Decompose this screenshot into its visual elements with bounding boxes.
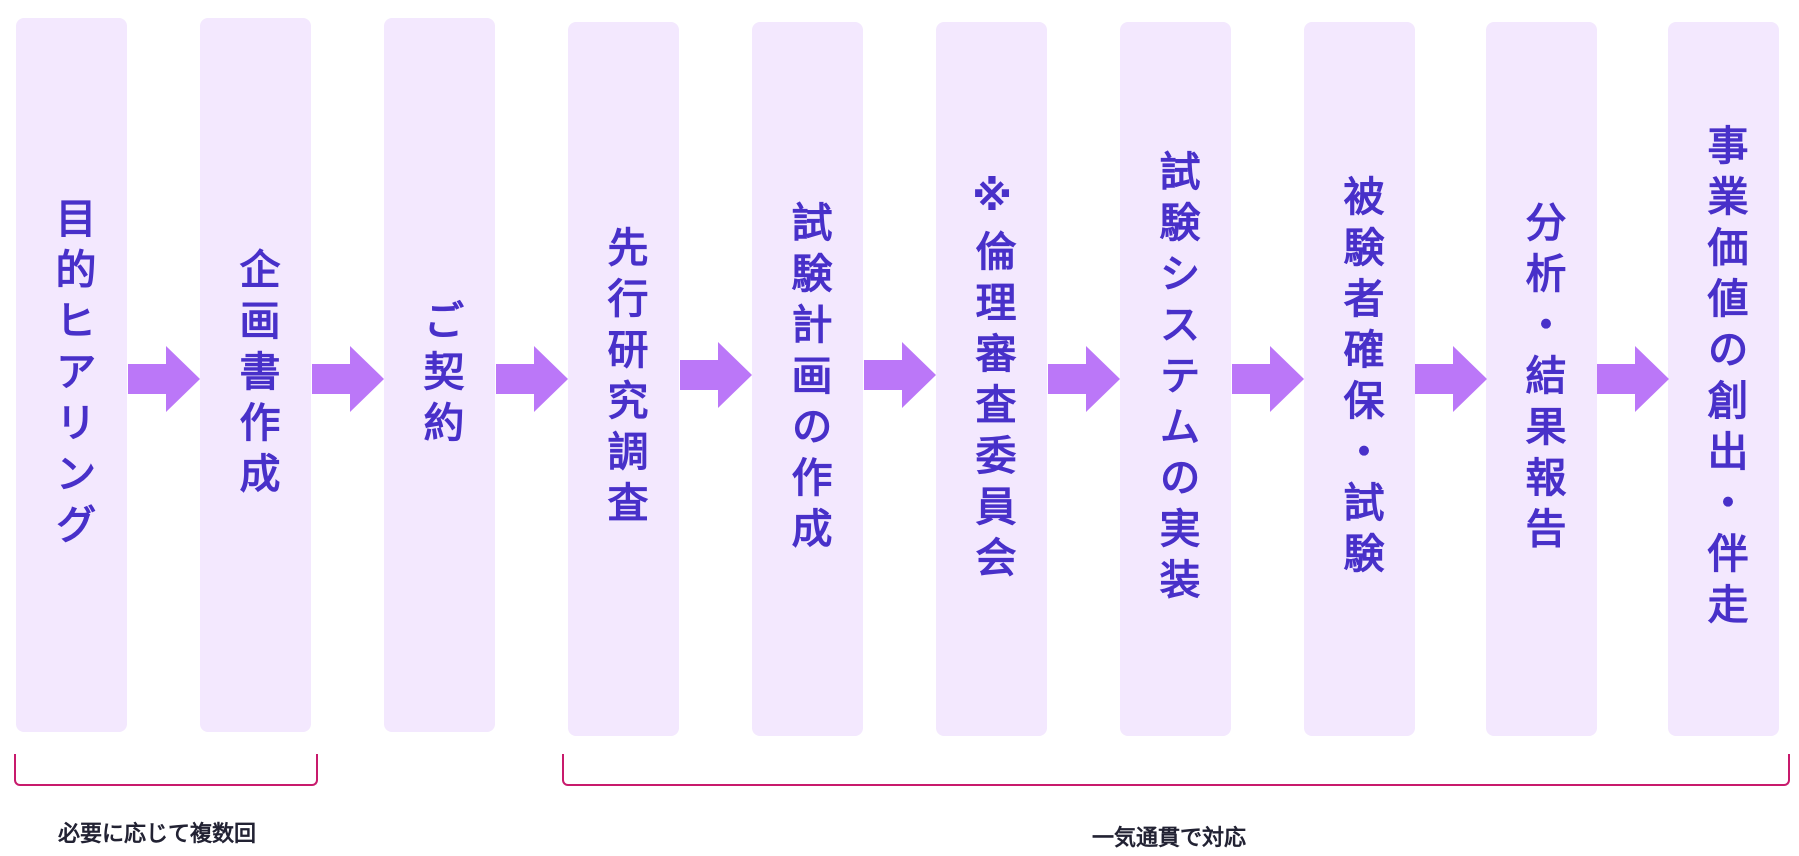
step-box-2: 企画書作成: [200, 18, 311, 732]
step-box-8: 被験者確保・試験: [1304, 22, 1415, 736]
step-box-3: ご契約: [384, 18, 495, 732]
group-label-left: 必要に応じて複数回: [58, 822, 257, 847]
step-box-6: ※倫理審査委員会: [936, 22, 1047, 736]
flow-arrow-3: [496, 346, 568, 412]
step-label-10: 事業価値の創出・伴走: [1700, 124, 1748, 634]
flow-arrow-4: [680, 342, 752, 408]
step-box-1: 目的ヒアリング: [16, 18, 127, 732]
step-label-2: 企画書作成: [232, 247, 280, 503]
step-label-8: 被験者確保・試験: [1336, 175, 1384, 583]
step-box-4: 先行研究調査: [568, 22, 679, 736]
step-box-10: 事業価値の創出・伴走: [1668, 22, 1779, 736]
flow-arrow-7: [1232, 346, 1304, 412]
step-label-7: 試験システムの実装: [1152, 149, 1200, 609]
step-label-3: ご契約: [416, 298, 464, 452]
step-box-7: 試験システムの実装: [1120, 22, 1231, 736]
step-label-6: ※倫理審査委員会: [968, 171, 1016, 587]
flow-arrow-1: [128, 346, 200, 412]
bracket-left-group: [14, 754, 318, 786]
flow-arrow-9: [1597, 346, 1669, 412]
group-label-right: 一気通貫で対応: [1092, 826, 1247, 851]
step-label-1: 目的ヒアリング: [48, 196, 96, 554]
step-box-5: 試験計画の作成: [752, 22, 863, 736]
step-label-9: 分析・結果報告: [1518, 200, 1566, 558]
step-box-9: 分析・結果報告: [1486, 22, 1597, 736]
flow-arrow-5: [864, 342, 936, 408]
flow-arrow-8: [1415, 346, 1487, 412]
bracket-right-group: [562, 754, 1790, 786]
step-label-4: 先行研究調査: [600, 226, 648, 532]
step-label-5: 試験計画の作成: [784, 200, 832, 558]
flow-arrow-6: [1048, 346, 1120, 412]
flow-arrow-2: [312, 346, 384, 412]
